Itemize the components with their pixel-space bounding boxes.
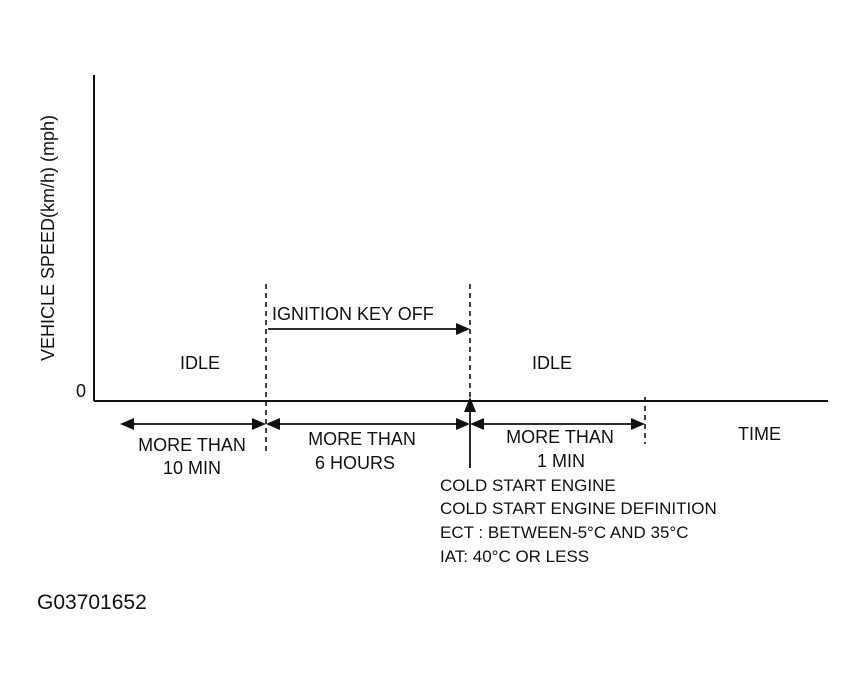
cold-start-arrow — [464, 397, 476, 468]
duration-10-min-line2: 10 MIN — [163, 458, 221, 478]
phase-label-idle-2: IDLE — [532, 353, 572, 373]
note-cold-start-engine: COLD START ENGINE — [440, 476, 616, 495]
note-ect-range: ECT : BETWEEN-5°C AND 35°C — [440, 523, 689, 542]
duration-arrow-1-min — [470, 418, 645, 430]
note-iat-limit: IAT: 40°C OR LESS — [440, 547, 589, 566]
duration-6-hours-line1: MORE THAN — [308, 429, 416, 449]
phase-label-idle-1: IDLE — [180, 353, 220, 373]
y-axis-label: VEHICLE SPEED(km/h) (mph) — [38, 115, 58, 361]
duration-arrow-10-min — [120, 418, 266, 430]
duration-6-hours-line2: 6 HOURS — [315, 453, 395, 473]
duration-1-min-line2: 1 MIN — [537, 451, 585, 471]
duration-10-min-line1: MORE THAN — [138, 435, 246, 455]
time-label: TIME — [738, 424, 781, 444]
ignition-off-arrow — [268, 323, 470, 335]
figure-id: G03701652 — [37, 591, 147, 614]
phase-label-ignition-key-off: IGNITION KEY OFF — [272, 304, 434, 324]
note-cold-start-definition: COLD START ENGINE DEFINITION — [440, 499, 717, 518]
duration-arrow-6-hours — [266, 418, 470, 430]
duration-1-min-line1: MORE THAN — [506, 427, 614, 447]
zero-label: 0 — [76, 381, 86, 401]
